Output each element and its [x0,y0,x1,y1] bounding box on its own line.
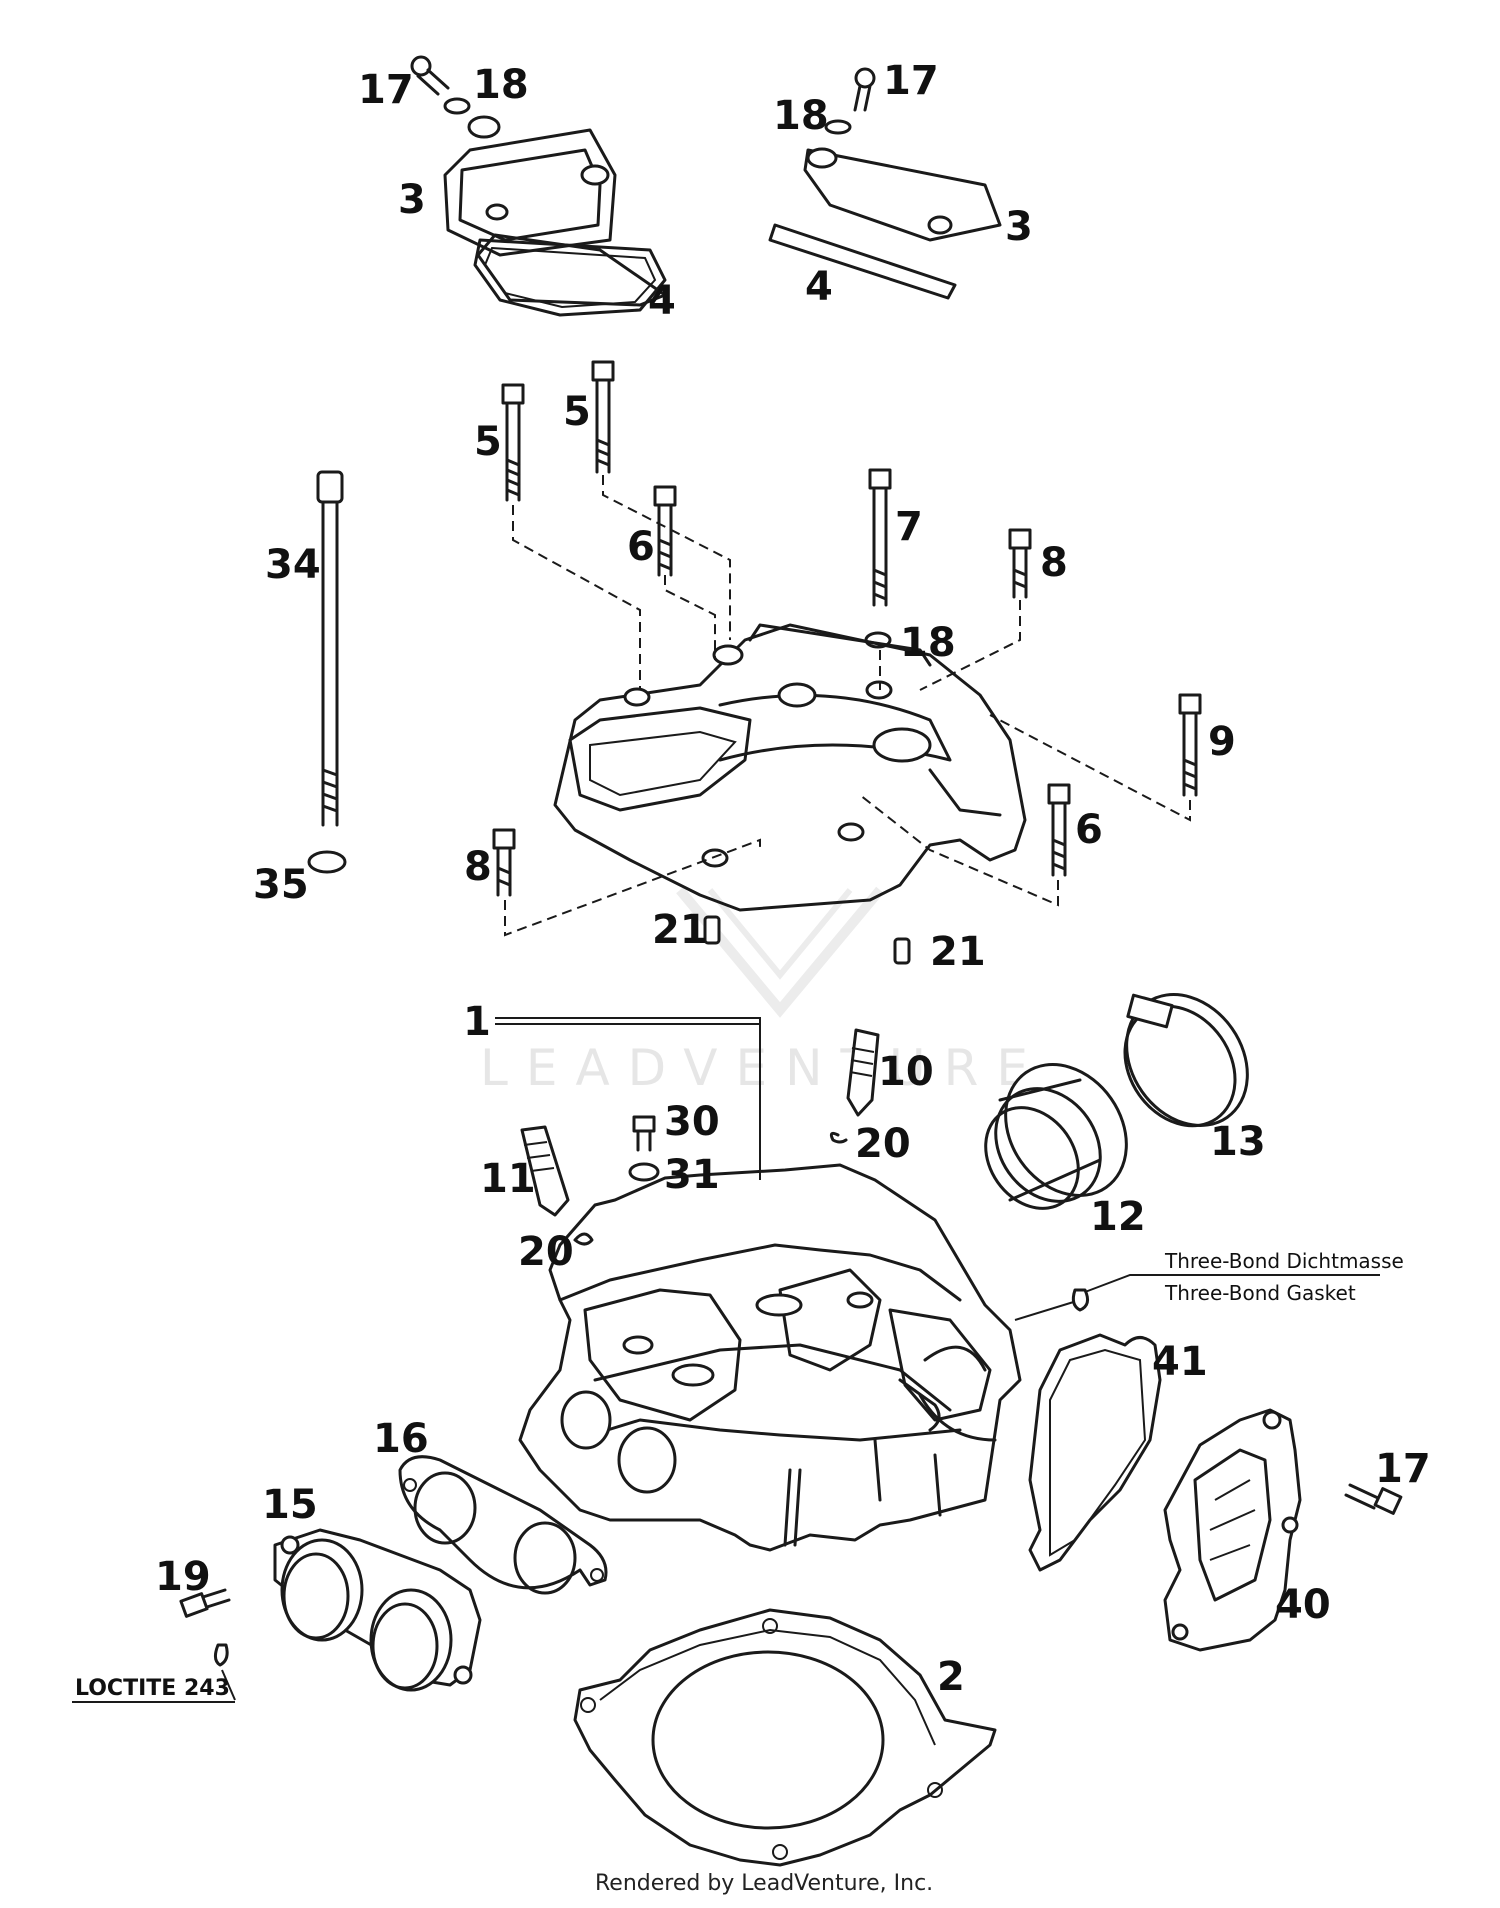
cover-gasket-41 [1028,1333,1162,1572]
gasket-right [768,223,957,300]
callout-21-left: 21 [652,907,708,953]
callout-8-upper: 8 [1040,540,1068,586]
callout-21-right: 21 [930,929,986,975]
callout-17-top-left: 17 [358,67,414,113]
retaining-ring-20-upper [829,1131,848,1144]
callout-3-right: 3 [1005,204,1033,250]
callout-4-left: 4 [648,278,676,324]
valve-guide-11 [520,1125,570,1217]
callout-20-upper: 20 [855,1121,911,1167]
washer-18-top-left [443,97,471,115]
washer-35 [307,850,347,874]
bolt-5-left [501,383,525,502]
callout-16: 16 [373,1416,429,1462]
washer-31 [628,1162,660,1182]
leader-callout-1 [495,1017,761,1180]
bolt-7 [868,468,892,607]
callout-19: 19 [155,1554,211,1600]
dowel-pin-21-left [703,915,721,945]
bolt-19 [179,1588,231,1618]
bearing-bridge [553,623,1027,912]
callout-18-top-left: 18 [473,62,529,108]
head-gasket-2 [573,1608,997,1867]
callout-17-right: 17 [1375,1446,1431,1492]
washer-18-top-right [824,119,852,135]
callout-40: 40 [1275,1582,1331,1628]
intake-manifold-12 [984,1063,1128,1210]
bolt-9 [1178,693,1202,797]
screw-17-top-right [853,67,876,112]
callout-8-lower: 8 [464,844,492,890]
note-loctite: LOCTITE 243 [75,1676,230,1701]
bolt-8-upper [1008,528,1032,599]
watermark-text: LEADVENTURE [480,1039,1046,1097]
hose-clamp-13 [1123,993,1249,1128]
loctite-drop [213,1643,229,1667]
note-three-bond-en: Three-Bond Gasket [1164,1281,1356,1305]
bolt-17-right [1344,1483,1403,1515]
callout-5-left: 5 [474,419,502,465]
callout-41: 41 [1152,1339,1208,1385]
screw-30 [632,1115,656,1152]
dowel-pin-21-right [893,937,911,965]
callout-4-right: 4 [805,264,833,310]
screw-17-top-left [410,55,450,96]
cylinder-head [518,1163,1022,1552]
exhaust-gasket-16 [398,1455,608,1595]
callout-20-lower: 20 [518,1229,574,1275]
callout-5-right: 5 [563,389,591,435]
callout-35: 35 [253,862,309,908]
gasket-left [473,238,667,317]
callout-3-left: 3 [398,177,426,223]
valve-cover-left [443,115,667,307]
callout-18-center: 18 [900,620,956,666]
callout-30: 30 [664,1099,720,1145]
bolt-6-lower [1047,783,1071,877]
note-three-bond-de: Three-Bond Dichtmasse [1164,1249,1404,1273]
callout-11: 11 [480,1156,536,1202]
retaining-ring-20-lower [573,1232,594,1246]
stud-34 [316,470,344,827]
callout-labels: 17 18 3 4 17 18 3 4 5 5 6 7 8 18 9 6 8 3… [155,58,1431,1700]
callout-2: 2 [937,1654,965,1700]
callout-6-lower: 6 [1075,807,1103,853]
leader-three-bond-b [1084,1274,1165,1293]
leader-lines-upper [504,475,1191,937]
callout-31: 31 [664,1152,720,1198]
callout-15: 15 [262,1482,318,1528]
exhaust-flange-15 [273,1528,482,1692]
bolt-6-upper [653,485,677,577]
callout-10: 10 [878,1049,934,1095]
bolt-5-right [591,360,615,474]
footer-credit: Rendered by LeadVenture, Inc. [595,1871,933,1896]
callout-18-top-right: 18 [773,93,829,139]
callout-6-upper: 6 [627,524,655,570]
leader-loctite [221,1669,236,1701]
bolt-8-lower [492,828,516,897]
valve-cover-right [803,147,1002,242]
valve-guide-10 [846,1028,880,1117]
callout-7: 7 [895,504,923,550]
three-bond-drop [1071,1288,1090,1312]
leader-three-bond [1014,1299,1081,1321]
callout-9: 9 [1208,719,1236,765]
callout-34: 34 [265,542,321,588]
callout-17-top-right: 17 [883,58,939,104]
timing-cover-40 [1163,1408,1302,1652]
callout-12: 12 [1090,1194,1146,1240]
callout-1: 1 [463,999,491,1045]
callout-13: 13 [1210,1119,1266,1165]
